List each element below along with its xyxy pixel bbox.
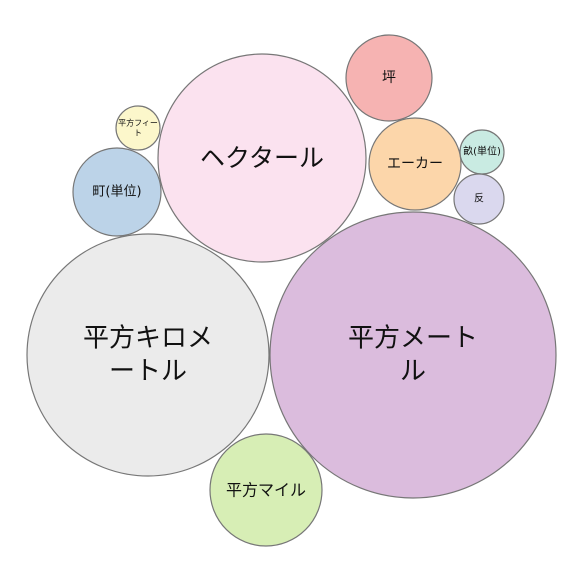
bubble-label-sqmi: 平方マイル — [226, 481, 306, 500]
bubble-label-sqkm-line1: 平方キロメ — [83, 323, 213, 353]
bubble-circle-tan — [453, 173, 505, 225]
bubble-circle-sqkm — [26, 233, 270, 477]
bubble-circle-acre — [368, 117, 462, 211]
bubble-tsubo: 坪 — [345, 34, 433, 122]
bubble-label-sqft-line2: ト — [134, 129, 142, 138]
bubble-ha: ヘクタール — [157, 53, 367, 263]
bubble-tan: 反 — [453, 173, 505, 225]
bubble-label-sqkm-line2: ートル — [109, 357, 187, 387]
bubble-circle-sqmi — [209, 433, 323, 547]
bubble-circle-sqft — [115, 105, 161, 151]
bubble-circle-ha — [157, 53, 367, 263]
bubble-label-cho: 町(単位) — [92, 184, 141, 200]
bubble-circle-cho — [72, 147, 162, 237]
bubble-label-sqft-line1: 平方フィー — [118, 117, 158, 127]
bubble-label-acre: エーカー — [387, 156, 443, 172]
bubble-label-ha: ヘクタール — [200, 144, 324, 173]
bubble-cho: 町(単位) — [72, 147, 162, 237]
bubble-label-sqm-line2: ル — [400, 357, 426, 387]
bubble-label-se: 畝(単位) — [463, 145, 501, 158]
bubble-label-sqm-line1: 平方メート — [348, 323, 478, 353]
bubble-circle-tsubo — [345, 34, 433, 122]
bubble-se: 畝(単位) — [459, 129, 505, 175]
bubble-acre: エーカー — [368, 117, 462, 211]
bubble-label-tsubo: 坪 — [382, 70, 396, 86]
bubble-label-tan: 反 — [474, 193, 484, 205]
bubble-circle-sqm — [269, 211, 557, 499]
bubble-sqmi: 平方マイル — [209, 433, 323, 547]
